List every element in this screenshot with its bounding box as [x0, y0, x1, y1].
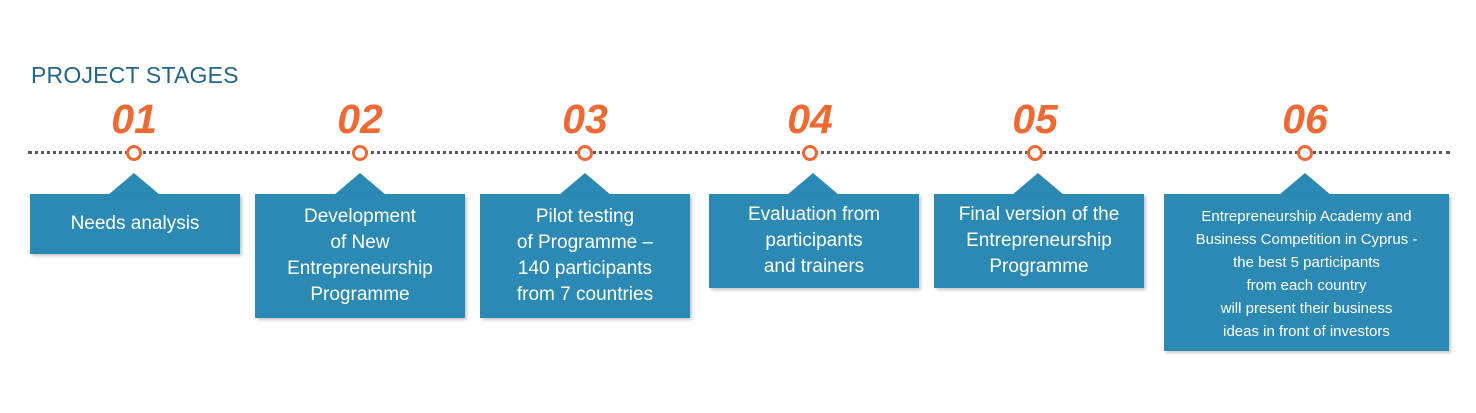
callout-pointer [787, 173, 839, 195]
stage-number: 02 [337, 96, 383, 142]
stage-number: 05 [1012, 96, 1058, 142]
stage-box: Evaluation from participants and trainer… [709, 194, 919, 288]
stage-text: Needs analysis [70, 213, 200, 234]
timeline-dot [802, 145, 818, 161]
stage-number: 01 [111, 96, 157, 142]
callout-pointer [559, 173, 611, 195]
callout-pointer [1012, 173, 1064, 195]
stage-text: Entrepreneurship Academy and Business Co… [1195, 207, 1418, 340]
stage-text: Pilot testing of Programme – 140 partici… [516, 206, 654, 305]
stage-number: 04 [787, 96, 833, 142]
stage-box: Pilot testing of Programme – 140 partici… [480, 194, 690, 318]
stage-text: Development of New Entrepreneurship Prog… [287, 206, 433, 305]
stage-box: Needs analysis [30, 194, 240, 254]
page-title: PROJECT STAGES [31, 62, 239, 88]
stage-text: Final version of the Entrepreneurship Pr… [958, 204, 1120, 277]
timeline-dot [577, 145, 593, 161]
timeline-dot [1297, 145, 1313, 161]
callout-pointer [108, 173, 160, 195]
timeline-line [28, 151, 1450, 154]
timeline-dot [1027, 145, 1043, 161]
callout-pointer [334, 173, 386, 195]
stage-text: Evaluation from participants and trainer… [747, 204, 880, 277]
callout-pointer [1279, 173, 1331, 195]
stage-number: 06 [1282, 96, 1328, 142]
stage-number: 03 [562, 96, 608, 142]
timeline-dot [352, 145, 368, 161]
stage-box: Entrepreneurship Academy and Business Co… [1164, 194, 1449, 351]
stage-box: Final version of the Entrepreneurship Pr… [934, 194, 1144, 288]
timeline-dot [126, 145, 142, 161]
stage-box: Development of New Entrepreneurship Prog… [255, 194, 465, 318]
